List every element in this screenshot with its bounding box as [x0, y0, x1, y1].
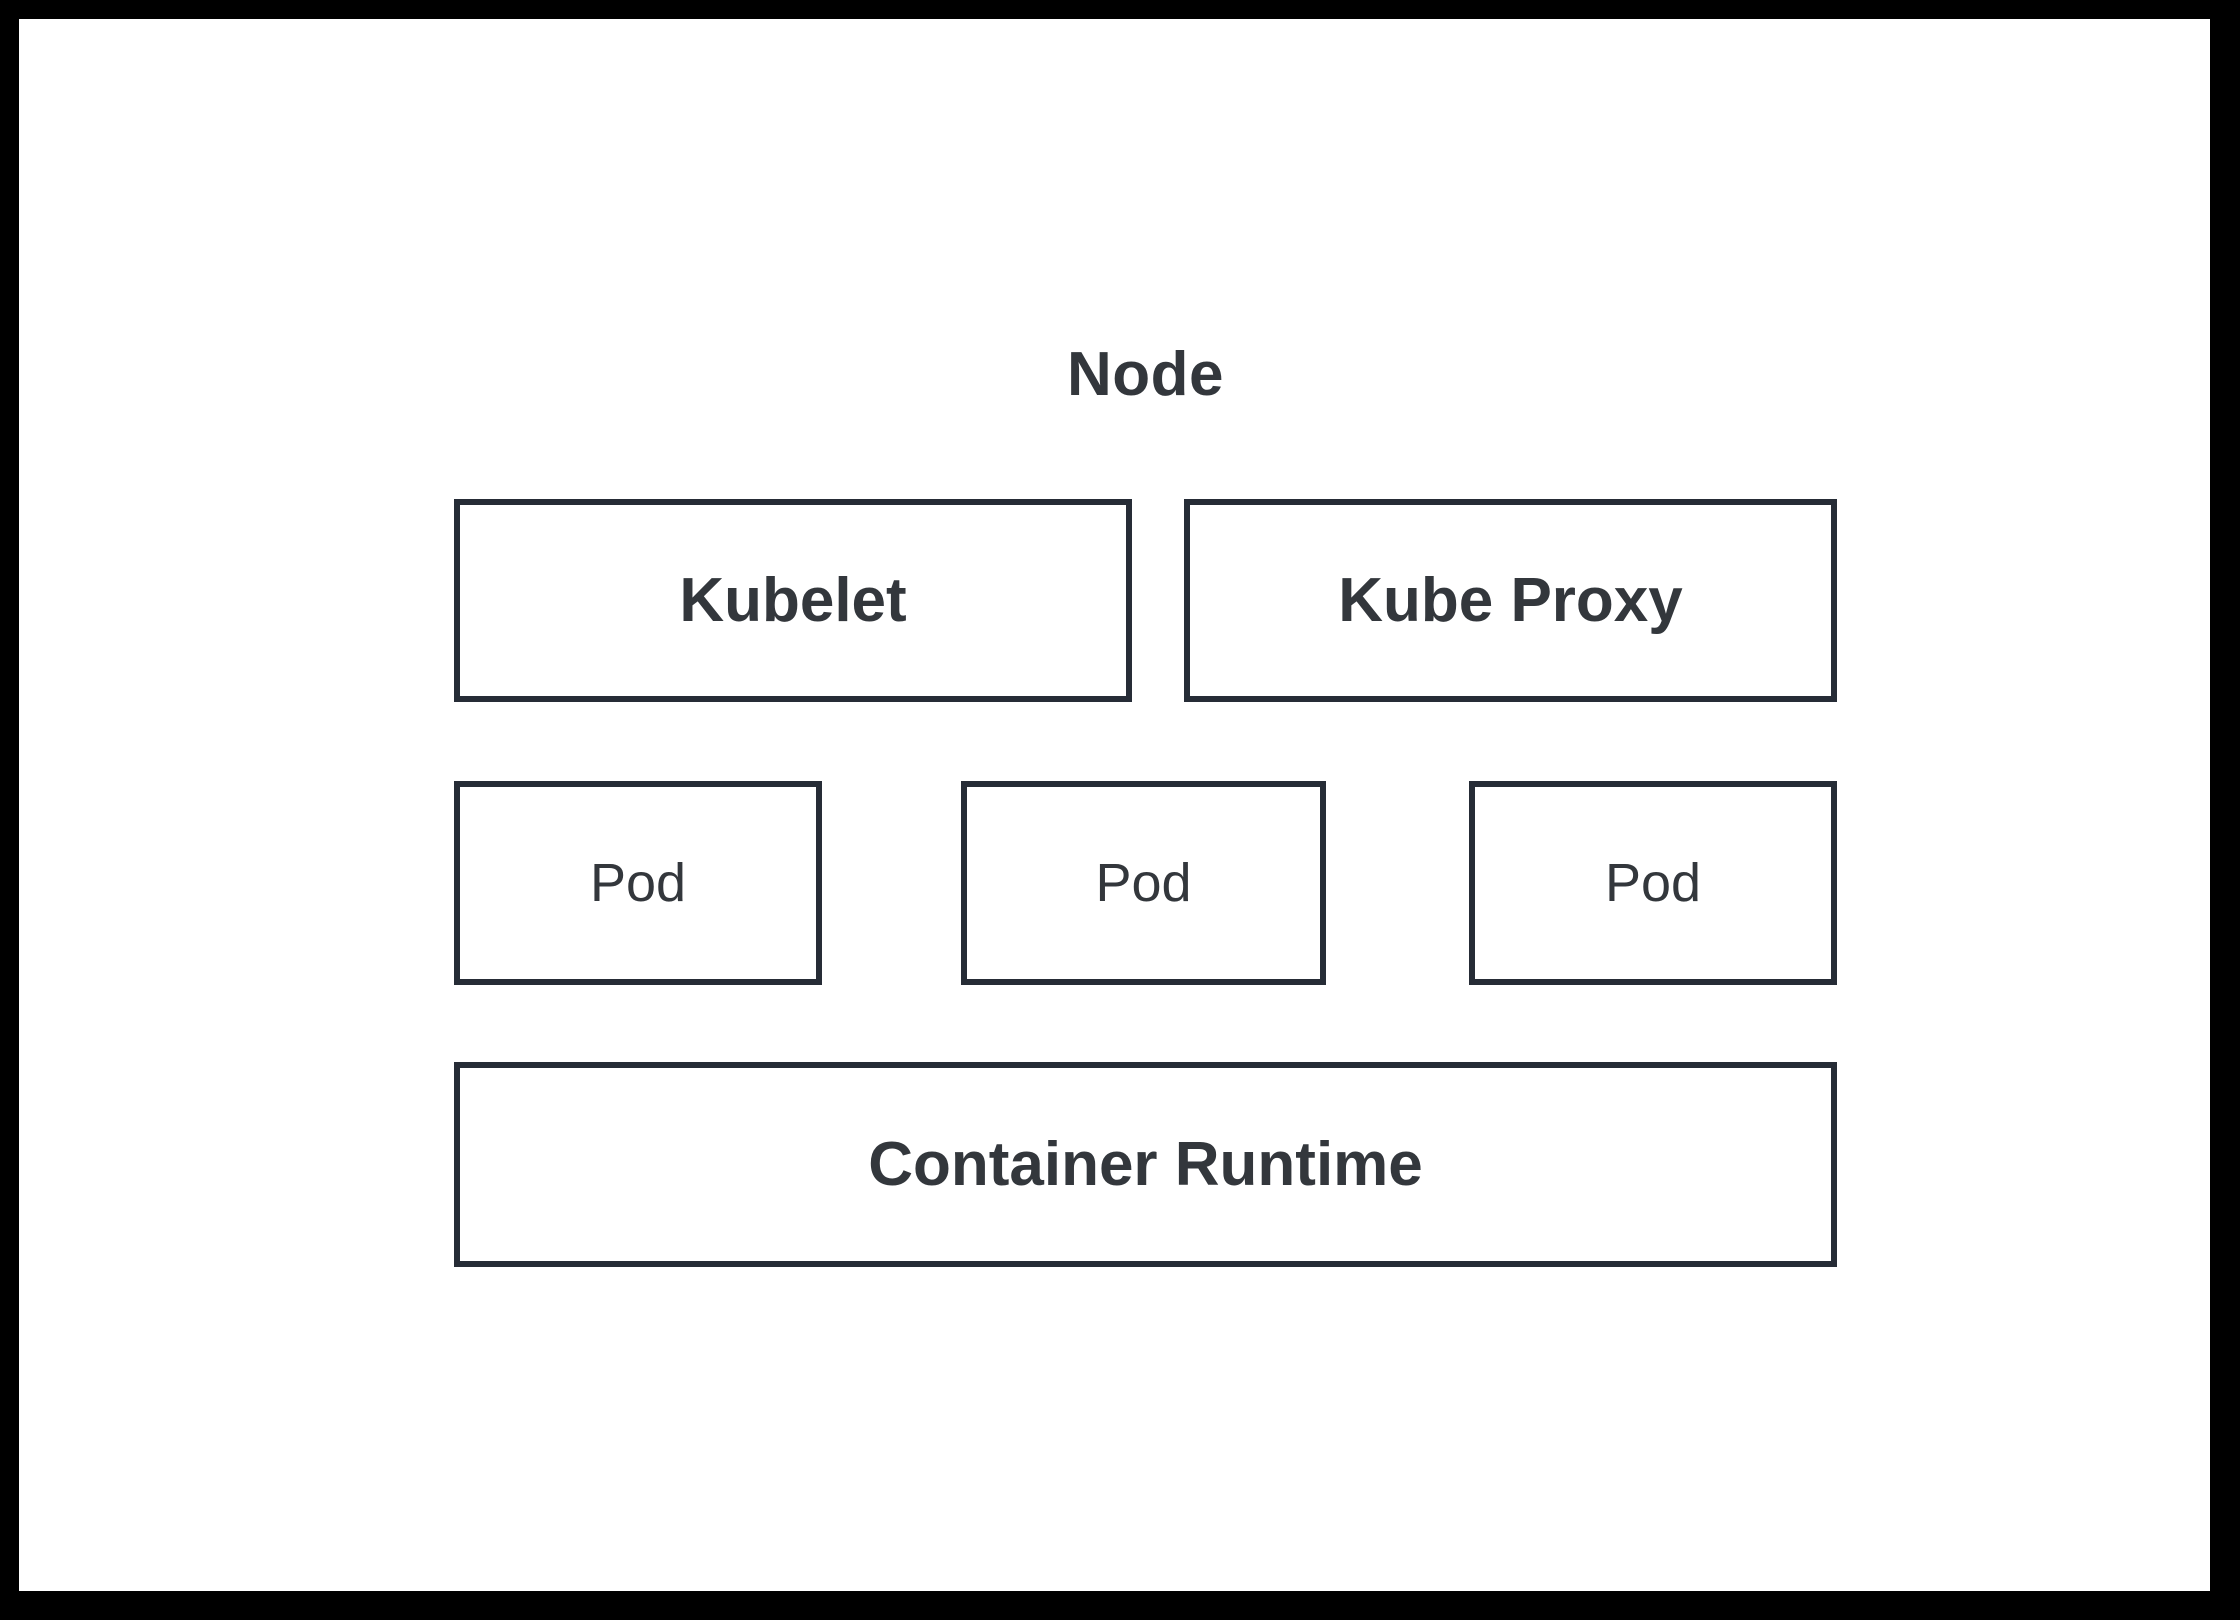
pod-label: Pod: [1095, 853, 1192, 913]
container-runtime-box: Container Runtime: [454, 1062, 1837, 1267]
kube-proxy-label: Kube Proxy: [1338, 566, 1683, 635]
pod-box: Pod: [961, 781, 1326, 985]
container-runtime-label: Container Runtime: [868, 1130, 1423, 1199]
pod-label: Pod: [1604, 853, 1702, 913]
node-title: Node: [1067, 339, 1224, 409]
kubelet-box: Kubelet: [454, 499, 1132, 702]
pod-label: Pod: [589, 853, 687, 913]
kubelet-label: Kubelet: [679, 566, 907, 635]
kube-proxy-box: Kube Proxy: [1184, 499, 1837, 702]
diagram-canvas: Node Kubelet Kube Proxy Pod Pod Pod Cont…: [19, 19, 2210, 1591]
pod-box: Pod: [454, 781, 822, 985]
pod-box: Pod: [1469, 781, 1837, 985]
